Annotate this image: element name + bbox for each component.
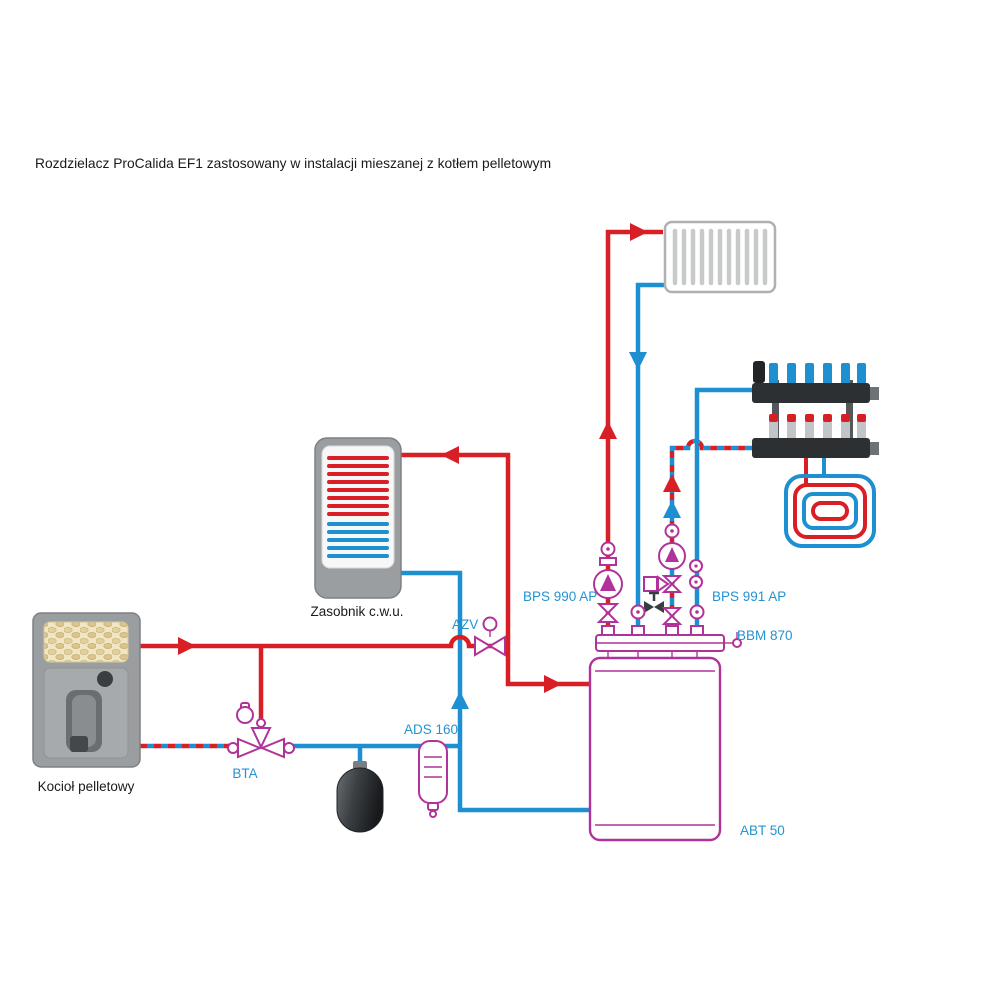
manifold-flow-meters (769, 363, 866, 384)
label-bps-990: BPS 990 AP (523, 589, 597, 604)
arrow-up-icon (599, 421, 617, 439)
valve-icon (661, 607, 683, 618)
thermostatic-head-icon (236, 706, 254, 724)
distribution-beam-bbm-870 (595, 625, 742, 658)
manifold-valve-actuators (769, 414, 866, 438)
label-azv: AZV (452, 617, 478, 632)
floor-heating-loop (784, 458, 876, 548)
arrow-right-icon (630, 223, 648, 241)
manifold-bottom-bar (752, 438, 870, 458)
page-title: Rozdzielacz ProCalida EF1 zastosowany w … (35, 156, 551, 171)
label-dhw-tank: Zasobnik c.w.u. (310, 604, 403, 619)
buffer-tank (588, 656, 722, 842)
arrow-right-icon (178, 637, 196, 655)
valve-icon (596, 603, 620, 615)
expansion-vessel (336, 761, 384, 833)
label-bbm-870: BBM 870 (737, 628, 793, 643)
label-abt-50: ABT 50 (740, 823, 785, 838)
pellet-hopper-window (43, 621, 129, 663)
label-ads-160: ADS 160 (404, 722, 458, 737)
arrow-up-icon (663, 500, 681, 518)
label-bps-991: BPS 991 AP (712, 589, 786, 604)
manifold-vent (753, 361, 765, 383)
air-dirt-separator-ads-160 (418, 740, 448, 818)
return-thermometers (630, 604, 705, 620)
pellet-boiler (32, 612, 141, 768)
label-bta: BTA (232, 766, 257, 781)
fill-valve-icon (644, 591, 664, 613)
label-boiler: Kocioł pelletowy (38, 779, 135, 794)
mixed-water-pipe-floor-supply (669, 438, 752, 626)
floor-heating-manifold (752, 361, 879, 458)
arrow-left-icon (441, 446, 459, 464)
diagram-labels: Rozdzielacz ProCalida EF1 zastosowany w … (35, 156, 793, 838)
mixing-valve-bta (227, 702, 295, 759)
pump-group-bps-991 (643, 523, 703, 625)
dhw-coil-cold (327, 522, 389, 558)
dhw-tank (314, 437, 402, 599)
radiator-fins (672, 228, 768, 286)
arrow-down-icon (629, 352, 647, 370)
manifold-top-bar (752, 383, 870, 403)
arrow-up-icon (451, 691, 469, 709)
zone-valve-azv (474, 616, 506, 657)
pump-group-bps-990 (593, 541, 623, 623)
flow-arrows (178, 223, 681, 709)
boiler-knob (97, 671, 113, 687)
arrow-right-icon (544, 675, 562, 693)
mixing-valve-icon (661, 575, 683, 586)
arrow-up-icon (663, 474, 681, 492)
mixer-actuator (643, 576, 658, 592)
radiator (663, 220, 777, 294)
dhw-coil-hot (327, 456, 389, 516)
